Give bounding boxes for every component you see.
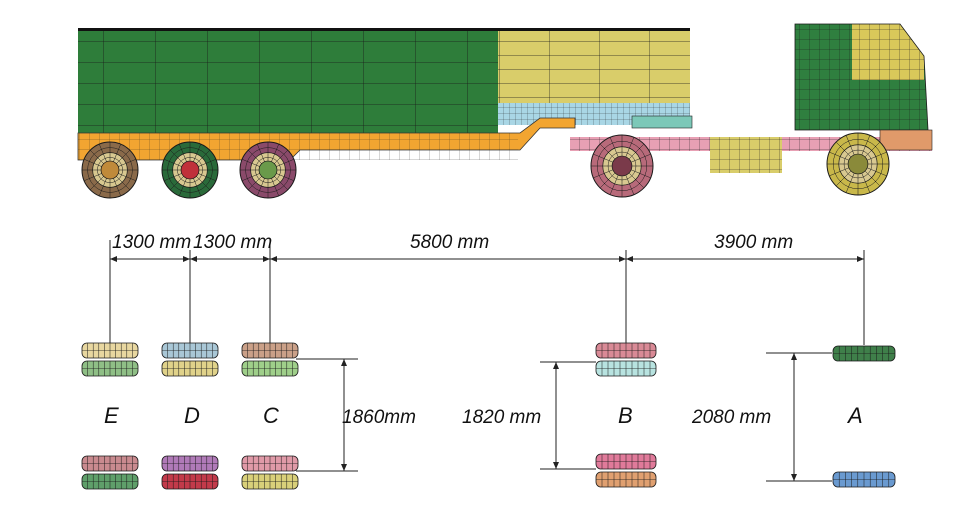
dimension-spacing-cb: 5800 mm (410, 232, 489, 253)
axle-label-a: A (846, 403, 863, 428)
dimension-track-a: 2080 mm (691, 407, 771, 428)
truck-wheels (81, 132, 890, 199)
axle-label-e: E (104, 403, 119, 428)
axle-tires-a (832, 345, 896, 488)
fifth-wheel (631, 115, 693, 129)
axle-tires-c (241, 342, 299, 490)
dimension-lines (109, 238, 865, 482)
dimension-spacing-ba: 3900 mm (714, 232, 793, 253)
wheel-axle-e (81, 141, 139, 199)
wheel-axle-c (239, 141, 297, 199)
axle-label-c: C (263, 403, 279, 428)
wheel-axle-b (590, 134, 654, 198)
axle-tires-e (81, 342, 139, 490)
axle-label-b: B (618, 403, 633, 428)
dimension-spacing-ed: 1300 mm (112, 232, 191, 253)
dimension-track-c: 1860mm (342, 407, 416, 428)
axle-tires-b (595, 342, 657, 488)
axle-tires-d (161, 342, 219, 490)
axle-label-d: D (184, 403, 200, 428)
wheel-axle-a (826, 132, 890, 196)
dimension-track-b: 1820 mm (462, 407, 541, 428)
wheel-axle-d (161, 141, 219, 199)
dimension-spacing-dc: 1300 mm (193, 232, 272, 253)
axle-tires-top-view (81, 342, 896, 490)
truck-side-view (77, 23, 933, 173)
